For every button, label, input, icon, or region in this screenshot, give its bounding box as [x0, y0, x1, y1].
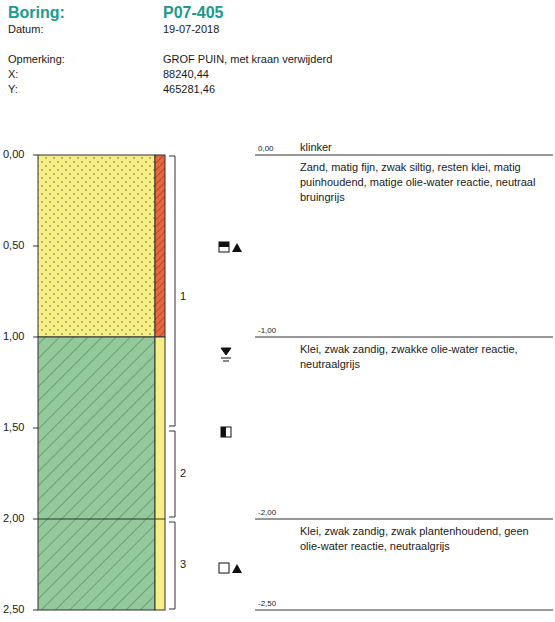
layer-description: Klei, zwak zandig, zwak plantenhoudend, … [300, 524, 550, 554]
depth-axis-label: 0,00 [3, 148, 24, 161]
sample-symbol [219, 563, 242, 573]
field-value: 19-07-2018 [163, 23, 219, 36]
sample-symbol [219, 242, 242, 252]
layer-boundary [38, 519, 165, 520]
field-value: GROF PUIN, met kraan verwijderd [163, 53, 332, 66]
field-label: Y: [8, 83, 18, 96]
depth-value: -1,00 [258, 326, 276, 336]
sample-number: 3 [180, 558, 186, 571]
depth-axis-label: 2,00 [3, 512, 24, 525]
sample-number: 1 [180, 290, 186, 303]
depth-value: 0,00 [258, 144, 274, 154]
depth-ticks [33, 155, 38, 610]
sample-number: 2 [180, 467, 186, 480]
layer-description: Zand, matig fijn, zwak siltig, resten kl… [300, 160, 550, 205]
layer-description: Klei, zwak zandig, zwakke olie-water rea… [300, 342, 550, 372]
depth-value: -2,00 [258, 508, 276, 518]
rubble-strip [155, 155, 165, 337]
clay-layer [38, 337, 155, 610]
groundwater-symbol [221, 348, 231, 361]
field-label: Opmerking: [8, 53, 65, 66]
field-label: X: [8, 68, 18, 81]
layer-name: klinker [300, 141, 332, 154]
depth-axis-label: 2,50 [3, 603, 24, 616]
field-label: Datum: [8, 23, 43, 36]
depth-value: -2,50 [258, 599, 276, 609]
heading-label: Boring: [8, 3, 65, 22]
depth-axis-label: 1,50 [3, 421, 24, 434]
boring-id: P07-405 [163, 3, 224, 22]
field-value: 88240,44 [163, 68, 209, 81]
sample-symbol [221, 427, 231, 437]
sand-strip [155, 337, 165, 610]
sample-brackets [169, 156, 175, 609]
layer-rules [255, 155, 553, 610]
field-value: 465281,46 [163, 83, 215, 96]
depth-axis-label: 1,00 [3, 330, 24, 343]
sand-layer [38, 155, 155, 337]
depth-axis-label: 0,50 [3, 239, 24, 252]
